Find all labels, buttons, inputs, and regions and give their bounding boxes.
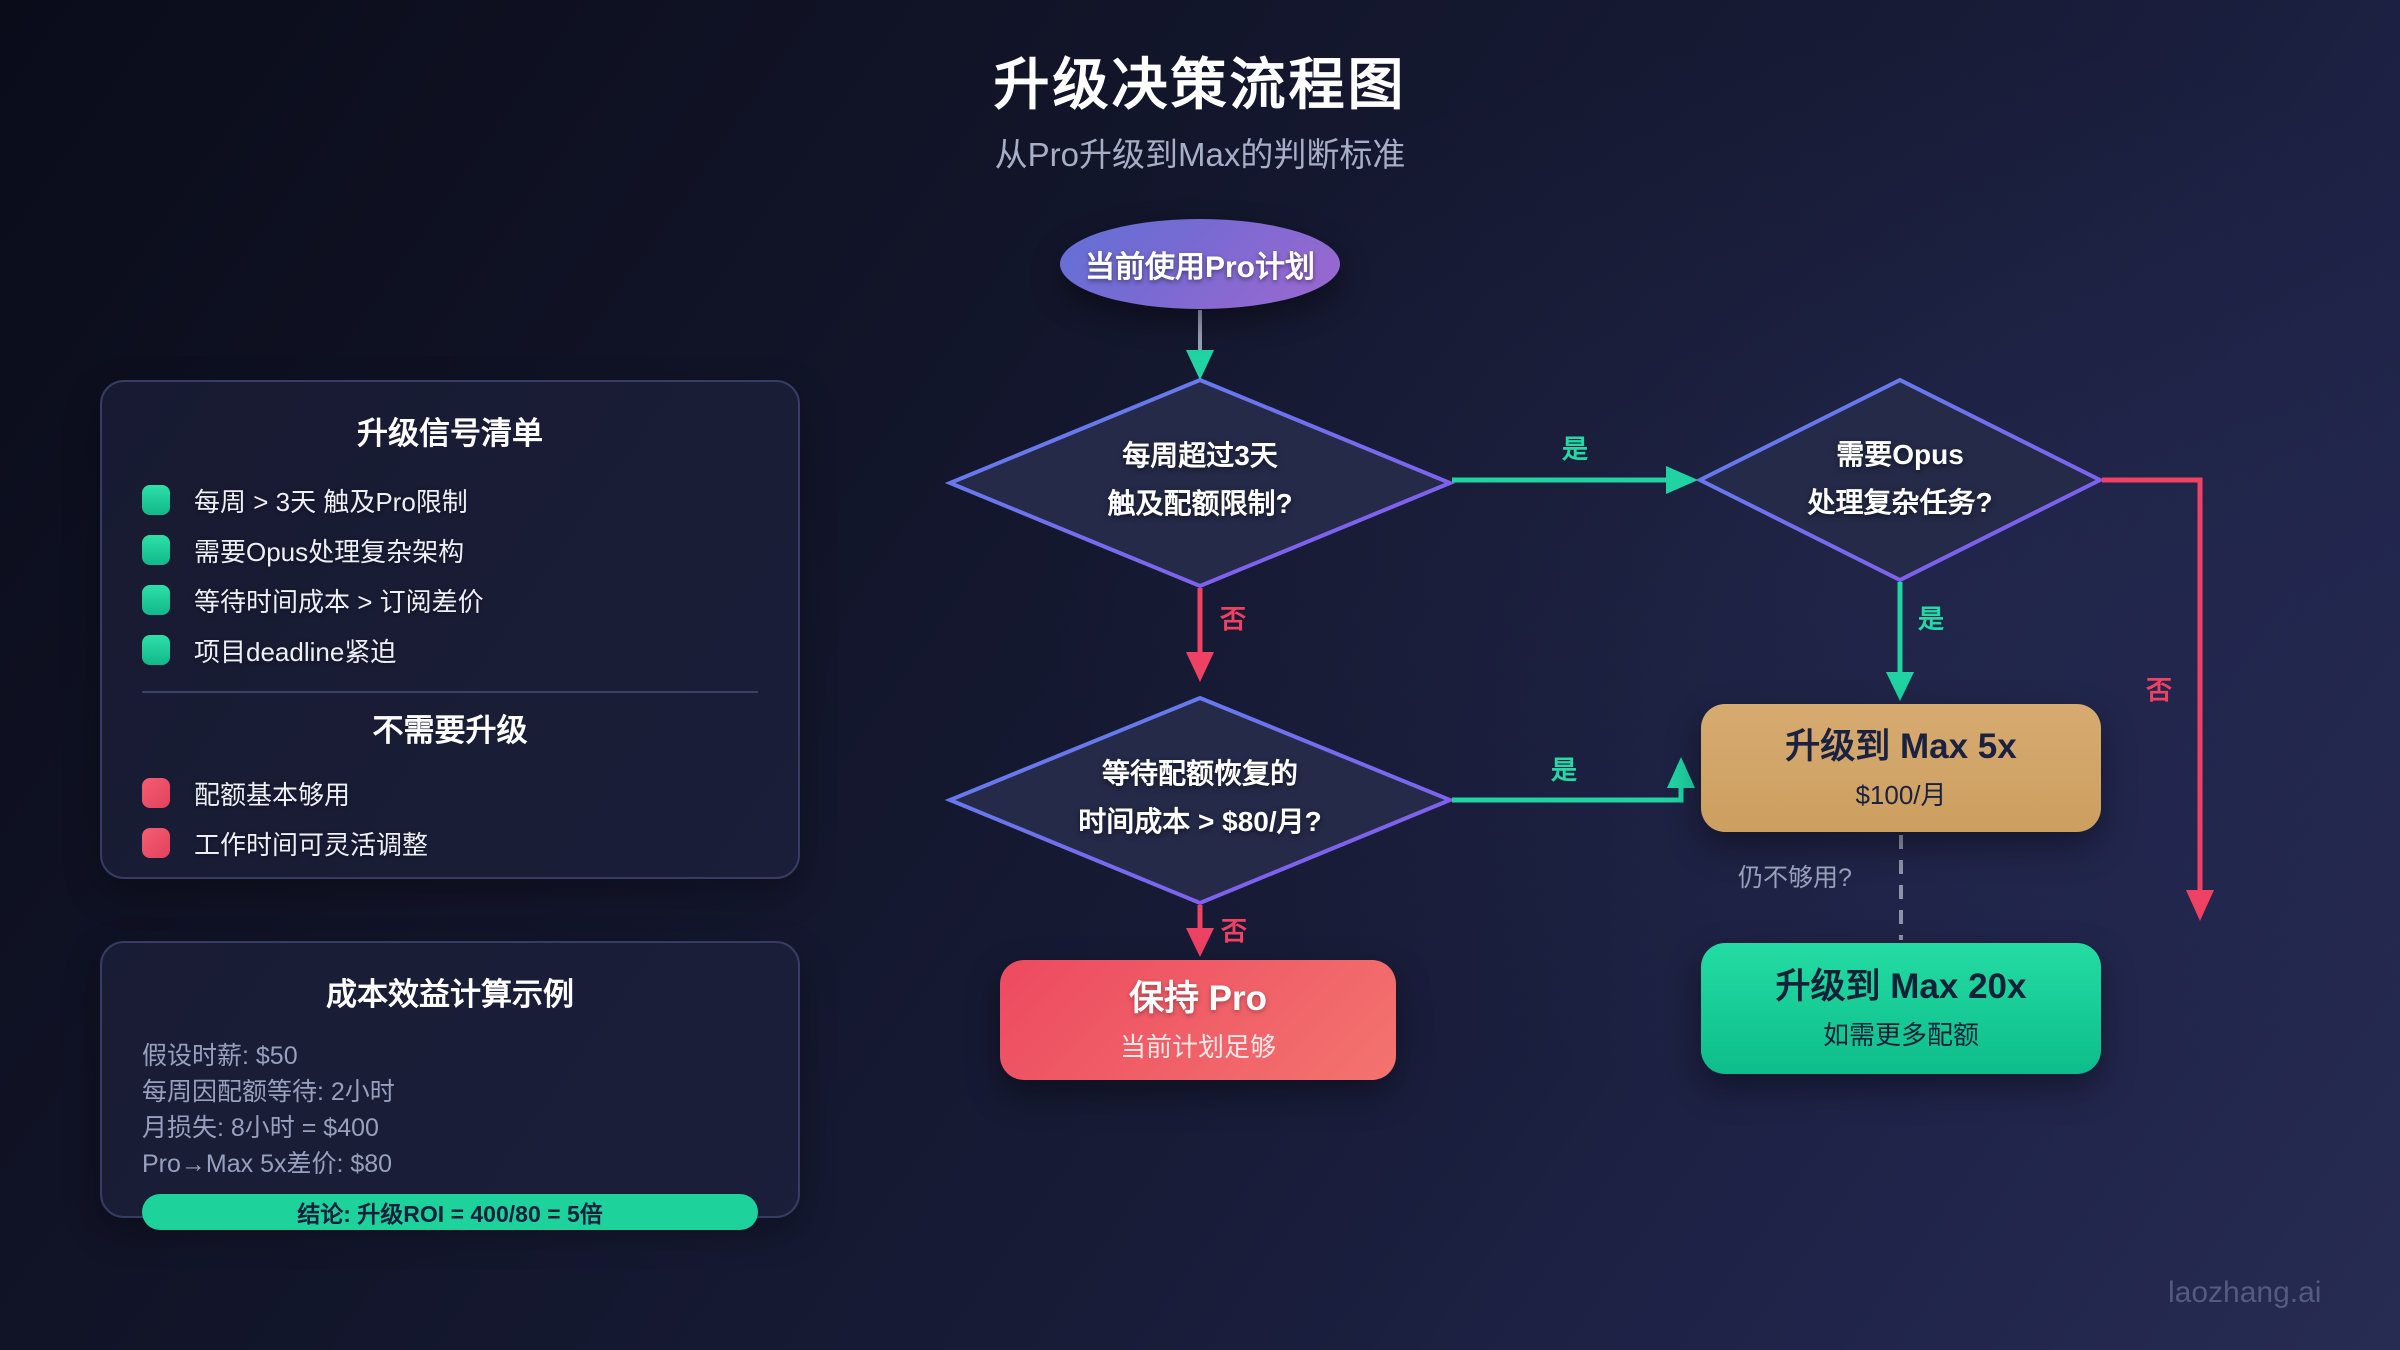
upgrade-signal-item: 等待时间成本 > 订阅差价 [142,575,758,625]
edge-label-no-1: 否 [1220,604,1247,634]
upgrade-max5x-subtitle: $100/月 [1855,779,1947,810]
cost-line: 月损失: 8小时 = $400 [142,1114,379,1142]
green-checkbox-icon [142,485,170,515]
start-node: 当前使用Pro计划 [1060,219,1340,309]
edge-label-still-not-enough: 仍不够用? [1738,864,1852,892]
edge-label-no-3: 否 [1221,916,1248,946]
decision1-line1: 每周超过3天 [1122,440,1278,471]
green-checkbox-icon [142,535,170,565]
green-checkbox-icon [142,585,170,615]
roi-conclusion-pill: 结论: 升级ROI = 400/80 = 5倍 [142,1194,758,1230]
keep-pro-subtitle: 当前计划足够 [1119,1031,1276,1062]
arrowhead-decision2-yes [1886,672,1914,701]
upgrade-signal-label: 需要Opus处理复杂架构 [194,536,465,567]
upgrade-signals-title: 升级信号清单 [357,416,543,451]
edge-label-yes-3: 是 [1551,755,1578,785]
red-checkbox-icon [142,778,170,808]
decision3-line1: 等待配额恢复的 [1101,758,1298,789]
edge-decision3-yes [1452,788,1684,803]
edge-label-no-2: 否 [2146,675,2173,705]
start-node-label: 当前使用Pro计划 [1084,251,1315,284]
upgrade-signal-item: 每周 > 3天 触及Pro限制 [142,475,758,525]
decision3-line2: 时间成本 > $80/月? [1078,806,1322,837]
decision2-text: 需要Opus 处理复杂任务? [1690,433,2110,521]
upgrade-signals-panel: 升级信号清单 每周 > 3天 触及Pro限制 需要Opus处理复杂架构 等待时间… [100,380,800,879]
decision2-line1: 需要Opus [1836,439,1964,470]
keep-pro-node: 保持 Pro 当前计划足够 [1000,960,1396,1080]
decision3-text: 等待配额恢复的 时间成本 > $80/月? [990,752,1410,840]
arrowhead-decision1-no [1186,652,1214,682]
no-upgrade-label: 工作时间可灵活调整 [194,829,429,860]
edge-label-yes-1: 是 [1562,434,1589,464]
arrowhead-decision3-yes [1667,757,1695,788]
roi-conclusion-text: 结论: 升级ROI = 400/80 = 5倍 [297,1201,603,1227]
upgrade-signal-item: 需要Opus处理复杂架构 [142,525,758,575]
upgrade-signal-label: 项目deadline紧迫 [194,636,397,667]
upgrade-signal-item: 项目deadline紧迫 [142,625,758,675]
upgrade-max20x-subtitle: 如需更多配额 [1822,1020,1979,1050]
page-title: 升级决策流程图 [993,53,1407,116]
upgrade-signal-label: 等待时间成本 > 订阅差价 [194,586,484,617]
no-upgrade-item: 工作时间可灵活调整 [142,818,758,868]
red-checkbox-icon [142,828,170,858]
panel-divider [142,691,758,693]
cost-line: 假设时薪: $50 [142,1042,298,1070]
decision1-line2: 触及配额限制? [1107,488,1293,519]
no-upgrade-item: 配额基本够用 [142,768,758,818]
no-upgrade-label: 配额基本够用 [194,779,351,810]
cost-line: 每周因配额等待: 2小时 [142,1078,395,1106]
keep-pro-title: 保持 Pro [1128,978,1268,1018]
edge-label-yes-2: 是 [1918,604,1945,634]
cost-line: Pro→Max 5x差价: $80 [142,1150,393,1178]
cost-benefit-panel: 成本效益计算示例 假设时薪: $50 每周因配额等待: 2小时 月损失: 8小时… [100,941,800,1230]
no-upgrade-title: 不需要升级 [372,713,528,748]
upgrade-max20x-title: 升级到 Max 20x [1775,967,2027,1006]
watermark: laozhang.ai [2168,1276,2322,1309]
arrowhead-start-to-decision1 [1186,350,1214,380]
arrowhead-decision3-no [1186,928,1214,957]
decision2-line2: 处理复杂任务? [1807,487,1993,518]
upgrade-max5x-title: 升级到 Max 5x [1785,726,2017,766]
upgrade-signal-label: 每周 > 3天 触及Pro限制 [194,486,468,517]
cost-benefit-title: 成本效益计算示例 [326,977,574,1012]
arrowhead-decision2-no [2186,890,2214,921]
decision1-text: 每周超过3天 触及配额限制? [990,434,1410,522]
green-checkbox-icon [142,635,170,665]
page-subtitle: 从Pro升级到Max的判断标准 [994,136,1406,173]
upgrade-max5x-node: 升级到 Max 5x $100/月 [1701,704,2101,832]
upgrade-max20x-node: 升级到 Max 20x 如需更多配额 [1701,943,2101,1074]
